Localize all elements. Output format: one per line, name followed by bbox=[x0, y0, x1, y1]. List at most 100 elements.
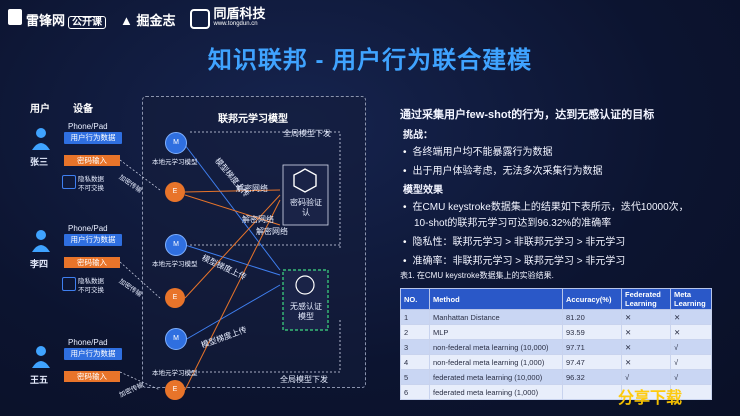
table-cell: √ bbox=[670, 339, 712, 355]
table-cell: ✕ bbox=[621, 354, 671, 370]
device-label: Phone/Pad bbox=[68, 224, 108, 233]
decrypt-arrow-4 bbox=[184, 199, 281, 391]
brand-leiphone: 雷锋网 bbox=[26, 13, 66, 28]
decrypt-label-1: 解密网络 bbox=[236, 184, 268, 193]
table-header: NO. bbox=[400, 288, 430, 310]
behavior-data-box: 用户行为数据 bbox=[64, 132, 122, 144]
global-down-path-bottom bbox=[190, 320, 341, 373]
upload-arrow-3 bbox=[184, 284, 281, 341]
local-model-label: 本地元学习模型 bbox=[152, 261, 198, 268]
upload-arrow-1 bbox=[184, 144, 281, 271]
pwd-auth-box bbox=[282, 164, 329, 226]
global-down-path-top bbox=[190, 131, 341, 250]
table-cell bbox=[562, 384, 622, 400]
decrypt-label-2: 解密网络 bbox=[242, 215, 274, 224]
table-cell bbox=[670, 384, 712, 400]
table-caption: 表1. 在CMU keystroke数据集上的实验结果. bbox=[400, 271, 554, 280]
brand-tongdun: 同盾科技 bbox=[213, 6, 266, 21]
table-cell: MLP bbox=[429, 324, 563, 340]
table-cell: √ bbox=[670, 354, 712, 370]
table-cell: 3 bbox=[400, 339, 430, 355]
lock-icon bbox=[62, 277, 76, 291]
challenge-item: 各终端用户均不能暴露行为数据 bbox=[403, 143, 553, 158]
table-cell: 96.32 bbox=[562, 369, 622, 385]
user-name: 张三 bbox=[30, 157, 49, 167]
table-cell: 93.59 bbox=[562, 324, 622, 340]
meta-model-node: M bbox=[165, 234, 187, 256]
table-cell: 5 bbox=[400, 369, 430, 385]
brand-juejinzhi: 掘金志 bbox=[136, 12, 176, 28]
table-cell: ✕ bbox=[670, 324, 712, 340]
table-header: Method bbox=[429, 288, 563, 310]
col-device-header: 设备 bbox=[73, 104, 93, 115]
upload-arrow-2 bbox=[184, 244, 281, 276]
effect-item: 隐私性：联邦元学习 > 非联邦元学习 > 非元学习 bbox=[403, 233, 625, 248]
effect-title: 模型效果 bbox=[403, 185, 443, 196]
fed-title: 联邦元学习模型 bbox=[218, 114, 288, 125]
tongdun-logo-icon bbox=[189, 9, 210, 29]
page-title: 知识联邦 - 用户行为联合建模 bbox=[207, 47, 533, 74]
header-logos: 雷锋网公开课 ▲ 掘金志 同盾科技 www.tongdun.cn bbox=[8, 6, 266, 30]
effect-item: 在CMU keystroke数据集上的结果如下表所示，迭代10000次， bbox=[403, 198, 689, 213]
leiphone-logo: 雷锋网公开课 bbox=[8, 9, 107, 29]
table-header: Federated Learning bbox=[621, 288, 671, 310]
password-input-box: 密码输入 bbox=[64, 371, 120, 382]
user-avatar-icon bbox=[32, 346, 50, 368]
decrypt-arrow-1 bbox=[184, 189, 281, 193]
table-cell: federated meta learning (1,000) bbox=[429, 384, 563, 400]
col-user-header: 用户 bbox=[30, 104, 50, 115]
table-cell: 6 bbox=[400, 384, 430, 400]
table-cell: ✕ bbox=[621, 309, 671, 325]
no-auth-box bbox=[282, 269, 329, 331]
effect-item: 准确率：非联邦元学习 > 联邦元学习 > 非元学习 bbox=[403, 252, 625, 267]
tongdun-logo: 同盾科技 www.tongdun.cn bbox=[189, 6, 266, 30]
encrypt-node: E bbox=[165, 380, 185, 400]
pwd-auth-label: 密码验证认 bbox=[290, 198, 322, 217]
cube-icon bbox=[293, 168, 317, 193]
user-avatar-icon bbox=[32, 230, 50, 252]
table-cell: ✕ bbox=[670, 309, 712, 325]
table-cell: ✕ bbox=[621, 324, 671, 340]
table-cell: federated meta learning (10,000) bbox=[429, 369, 563, 385]
meta-model-node: M bbox=[165, 132, 187, 154]
no-auth-label: 无感认证模型 bbox=[290, 302, 322, 321]
juejinzhi-logo: ▲ 掘金志 bbox=[120, 12, 176, 28]
encrypt-node: E bbox=[165, 288, 185, 308]
results-table: NO. Method Accuracy(%) Federated Learnin… bbox=[400, 288, 712, 400]
password-input-box: 密码输入 bbox=[64, 257, 120, 268]
decrypt-label-3: 解密网络 bbox=[256, 227, 288, 236]
right-headline: 通过采集用户few-shot的行为，达到无感认证的目标 bbox=[400, 109, 655, 121]
decrypt-arrow-3 bbox=[184, 194, 281, 299]
table-cell: 1 bbox=[400, 309, 430, 325]
device-label: Phone/Pad bbox=[68, 338, 108, 347]
user-3: 王五 bbox=[30, 344, 52, 386]
table-cell: 97.47 bbox=[562, 354, 622, 370]
brand-badge: 公开课 bbox=[68, 16, 107, 29]
global-down-top: 全局模型下发 bbox=[283, 129, 331, 138]
table-cell: √ bbox=[621, 369, 671, 385]
user-name: 王五 bbox=[30, 375, 49, 385]
meta-model-node: M bbox=[165, 328, 187, 350]
table-cell: ✕ bbox=[621, 339, 671, 355]
lock-icon bbox=[62, 175, 76, 189]
leiphone-logo-icon bbox=[8, 9, 22, 25]
table-cell: non-federal meta learning (10,000) bbox=[429, 339, 563, 355]
user-avatar-icon bbox=[32, 128, 50, 150]
table-cell: non-federal meta learning (1,000) bbox=[429, 354, 563, 370]
table-header-row: NO. Method Accuracy(%) Federated Learnin… bbox=[400, 288, 712, 310]
password-input-box: 密码输入 bbox=[64, 155, 120, 166]
decrypt-arrow-2 bbox=[184, 194, 281, 226]
user-2: 李四 bbox=[30, 228, 52, 270]
global-down-bottom: 全局模型下发 bbox=[280, 375, 328, 384]
challenge-item: 出于用户体验考虑，无法多次采集行为数据 bbox=[403, 162, 603, 177]
effect-item-cont: 10-shot的联邦元学习可达到96.32%的准确率 bbox=[414, 218, 612, 229]
table-header: Meta Learning bbox=[670, 288, 712, 310]
device-label: Phone/Pad bbox=[68, 122, 108, 131]
brand-tongdun-url: www.tongdun.cn bbox=[213, 21, 258, 27]
